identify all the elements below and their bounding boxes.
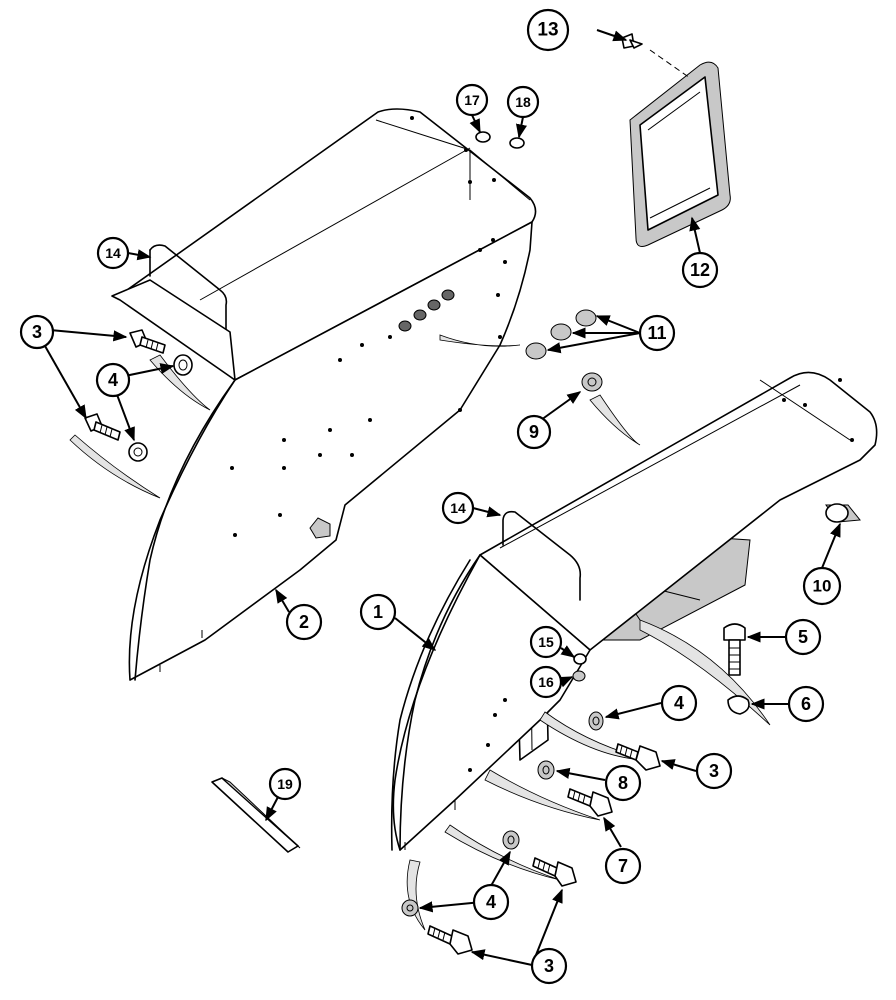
callout-9: 9 [516,414,552,450]
callout-1: 1 [359,593,397,631]
callout-18: 18 [506,85,540,119]
leader-lines [44,29,841,966]
callout-10: 10 [802,566,842,606]
left-plug-swoosh [439,334,521,347]
key-19 [211,777,301,853]
callout-3-bottom: 3 [530,947,568,985]
callout-8: 8 [604,764,642,802]
nut-16 [572,670,586,682]
callout-4-right-upper: 4 [660,684,698,722]
left-lower-bolt-swoosh [69,434,161,499]
bolt-bottom [427,925,473,955]
washer-8 [537,760,555,780]
washer-bottom [401,899,419,917]
callout-15: 15 [529,625,563,659]
bolt5-swoosh [639,619,771,726]
callout-13: 13 [526,8,570,52]
callout-2: 2 [285,603,323,641]
callout-14-right: 14 [441,491,475,525]
washer-15 [573,653,587,665]
callout-4-right-lower: 4 [472,883,510,921]
callout-3-left: 3 [19,314,55,350]
callout-19: 19 [268,767,302,801]
bolt-left-lower [84,413,121,441]
plug-1 [575,309,597,327]
bolt-right-lower [532,857,577,887]
svg-text:11: 11 [647,323,666,343]
svg-text:2: 2 [299,612,309,632]
svg-text:10: 10 [813,577,832,596]
lower-washer-swoosh [406,859,426,931]
callout-7: 7 [604,847,642,885]
svg-text:18: 18 [515,94,531,110]
svg-text:4: 4 [486,892,496,912]
cap-18 [509,137,525,149]
svg-text:12: 12 [690,260,710,280]
svg-text:19: 19 [277,776,293,792]
washer-left-lower [128,442,148,462]
plug-2 [550,323,572,341]
svg-text:14: 14 [105,245,121,261]
svg-text:7: 7 [618,856,628,876]
svg-text:15: 15 [538,634,554,650]
svg-text:8: 8 [618,773,628,793]
svg-text:17: 17 [464,92,480,108]
callout-12: 12 [681,251,719,289]
svg-text:5: 5 [798,627,808,647]
svg-text:13: 13 [537,20,558,41]
callout-17: 17 [455,83,489,117]
svg-text:14: 14 [450,500,466,516]
svg-text:16: 16 [538,674,554,690]
callout-14-left: 14 [96,236,130,270]
plug-3 [525,342,547,360]
svg-text:4: 4 [108,370,118,390]
washer-left-upper [173,354,193,376]
lower-bolt-swoosh [444,824,561,881]
svg-text:3: 3 [544,956,554,976]
svg-text:9: 9 [529,422,539,442]
bolt-7 [567,788,613,817]
decal-plate [629,61,731,247]
callout-11: 11 [638,314,676,352]
callout-3-right-middle: 3 [695,752,733,790]
left-fender [111,108,537,681]
bolt-5 [723,623,746,676]
callout-16: 16 [529,665,563,699]
bolt-right-middle [615,743,661,771]
grommet [581,372,603,392]
grommet-swoosh [589,394,641,446]
svg-text:3: 3 [32,322,42,342]
callout-6: 6 [787,685,825,723]
svg-text:4: 4 [674,693,684,713]
svg-text:1: 1 [373,602,383,622]
split-washer [727,695,750,715]
bolt-left-upper [129,329,166,354]
bolt7-swoosh [484,769,601,821]
callout-5: 5 [784,618,822,656]
cap-17 [475,131,491,143]
screw-13 [621,33,643,49]
washer-right-upper [588,711,604,731]
callout-4-left: 4 [95,362,131,398]
svg-text:6: 6 [801,694,811,714]
svg-text:3: 3 [709,761,719,781]
washer-right-lower [502,830,520,850]
